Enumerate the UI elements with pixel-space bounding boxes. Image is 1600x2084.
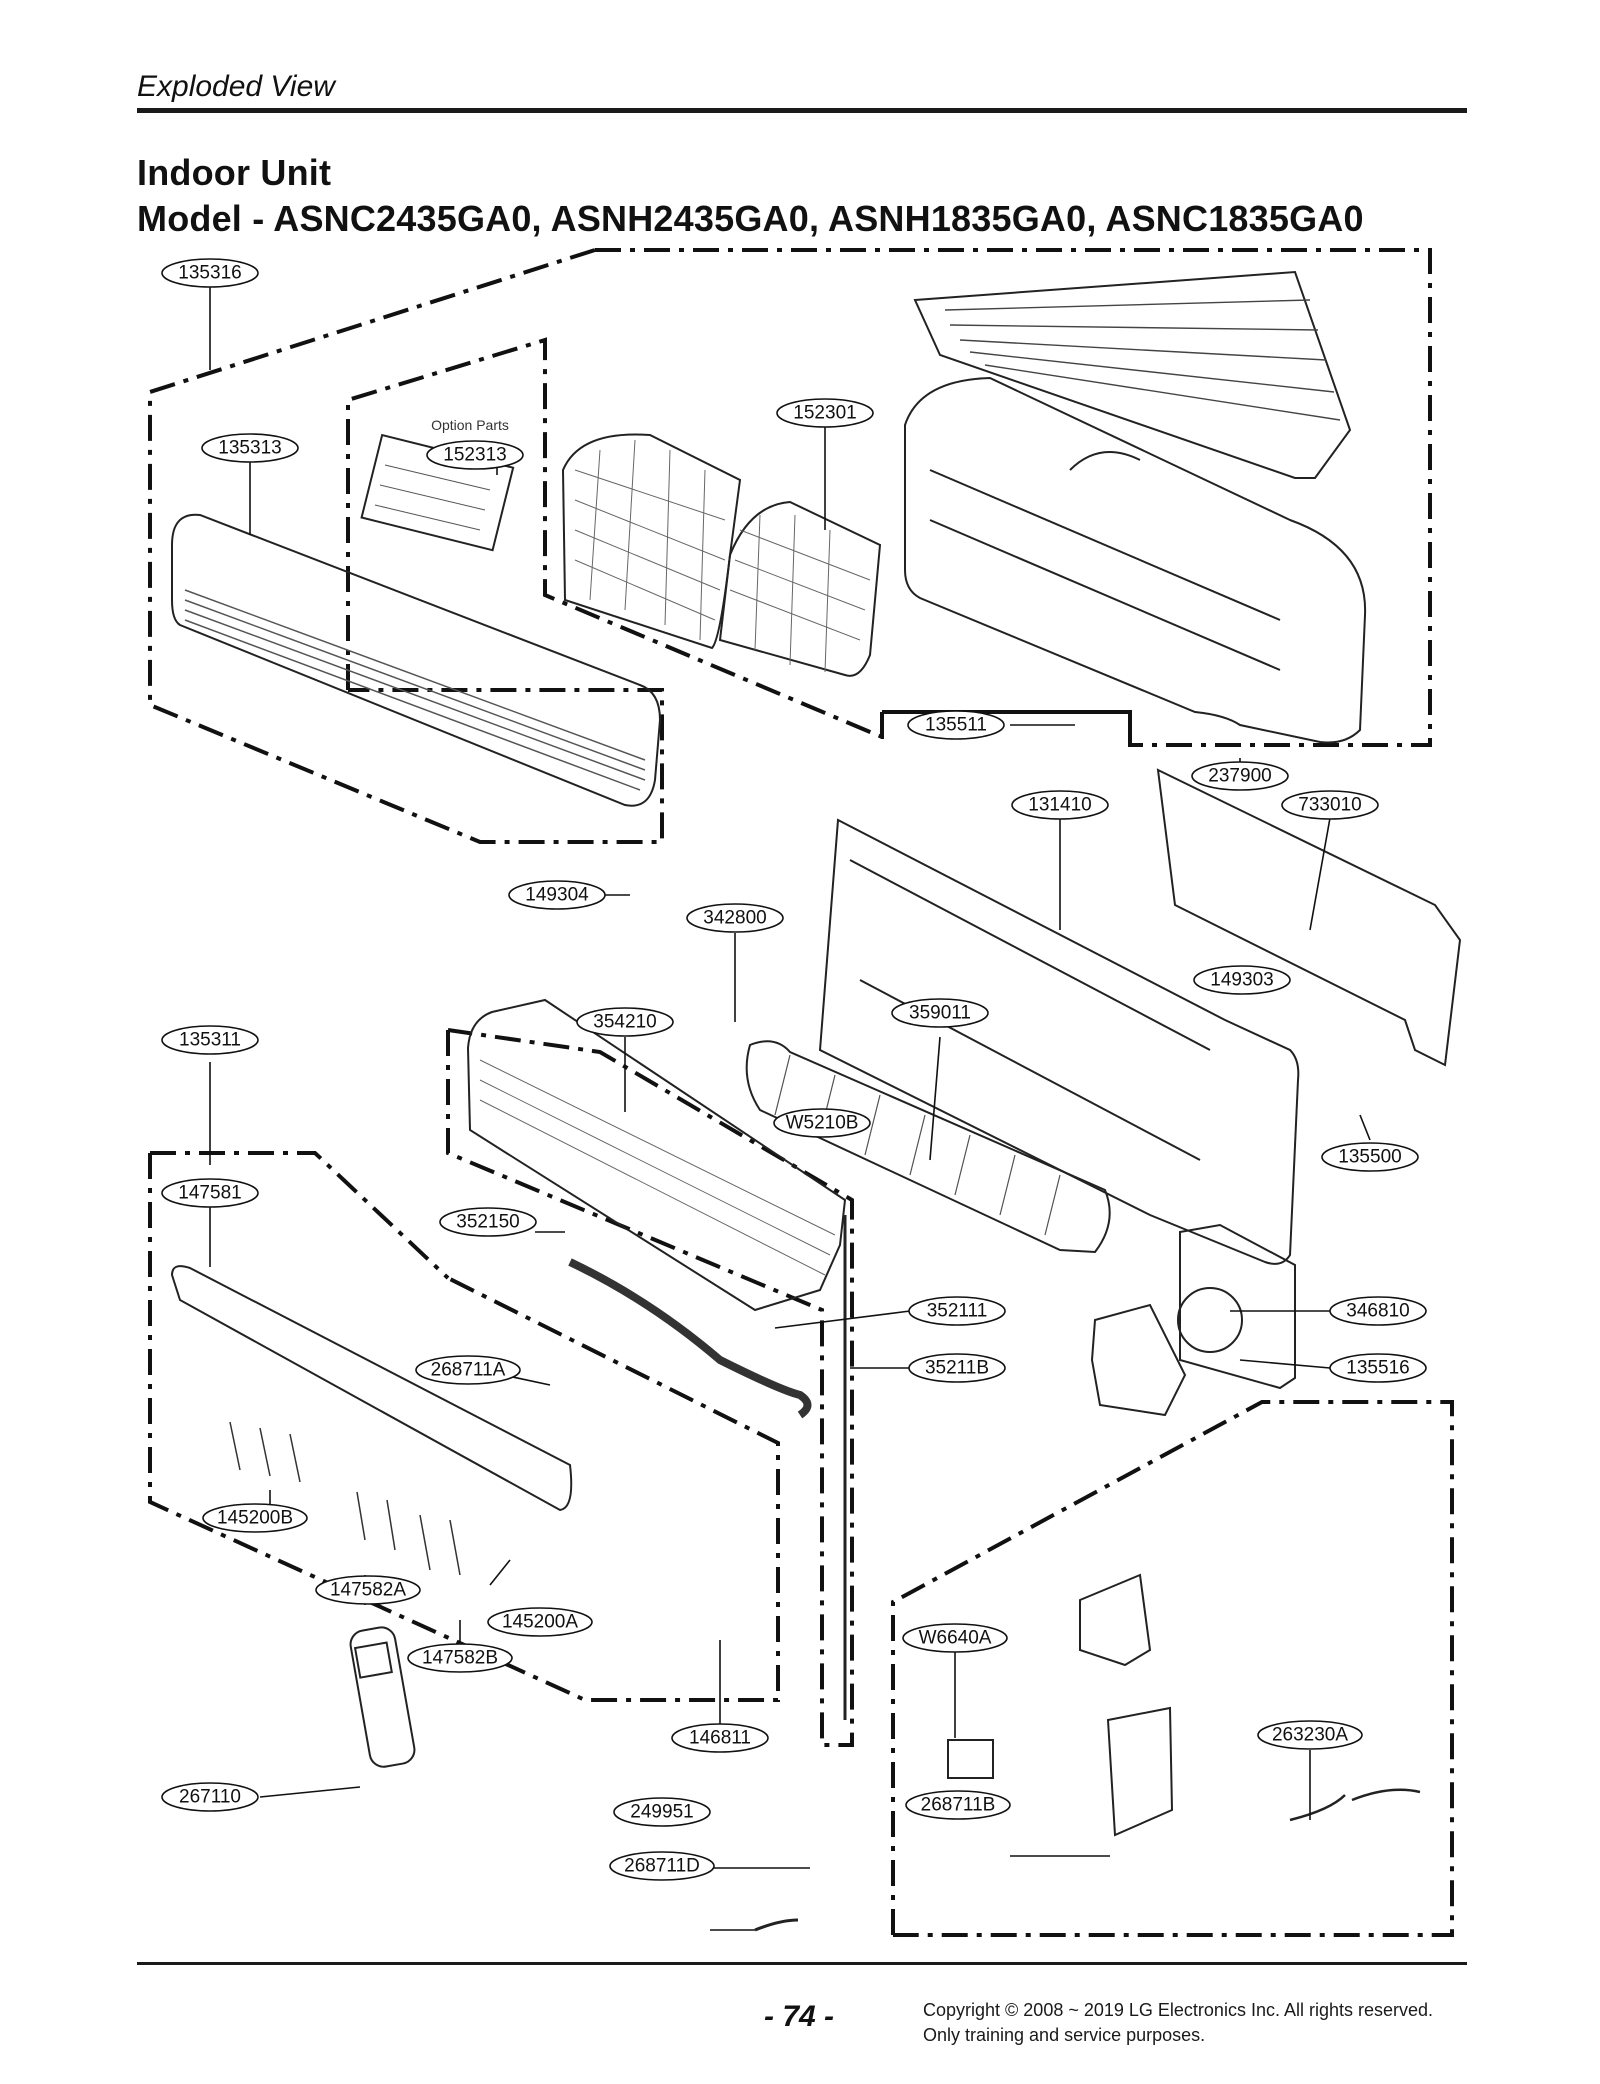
part-label: 131410 [1028,795,1091,816]
front-case [904,376,1367,744]
group-boundaries [148,248,1454,1937]
part-label: 346810 [1346,1301,1409,1322]
sensor-wire [1289,1788,1421,1822]
option-parts-note: Option Parts [431,417,509,433]
part-label: 342800 [703,908,766,929]
part-label: 263230A [1272,1725,1348,1746]
terminal-block [947,1739,994,1779]
part-label: 145200B [217,1508,293,1529]
part-label: 147582B [422,1648,498,1669]
header-rule [137,108,1467,113]
part-label: W6640A [919,1628,992,1649]
part-label: 152301 [793,403,856,424]
part-label: 35211B [925,1358,989,1379]
part-label: 268711B [921,1795,996,1816]
part-label: 733010 [1298,795,1361,816]
label-texts: Option Parts 135316 135313 152313 152301… [178,263,1409,1877]
motor-holder [1090,1303,1187,1417]
control-box [1079,1573,1152,1667]
part-label: 149303 [1210,970,1273,991]
top-grille [913,270,1352,479]
evaporator [466,998,847,1312]
part-label: 249951 [630,1802,693,1823]
part-label: 268711D [624,1856,700,1877]
part-label: 354210 [593,1012,656,1033]
part-label: 135311 [179,1030,241,1051]
control-box-cover [1179,1223,1296,1390]
page-title: Indoor Unit [137,152,332,193]
air-filter-left [561,433,742,650]
remote-controller [349,1626,416,1768]
part-label: 135316 [178,263,241,284]
air-filter-right [718,500,882,677]
drain-hose [568,1258,812,1419]
horizontal-louver [170,1265,573,1512]
footer-rule [137,1962,1467,1965]
usage-notice: Only training and service purposes. [923,2025,1206,2045]
section-title: Exploded View [137,70,335,103]
part-label: 147582A [330,1580,406,1601]
part-label: 268711A [431,1360,506,1381]
part-label: 359011 [909,1003,971,1024]
control-pcb [1106,1706,1174,1837]
front-panel [171,513,662,807]
label-ovals [161,258,1427,1881]
part-label: 152313 [443,445,506,466]
part-label: 352111 [927,1301,988,1322]
part-label: 135516 [1346,1358,1409,1379]
page-number: - 74 - [764,2000,835,2033]
part-label: 149304 [525,885,589,906]
part-label: W5210B [786,1113,859,1134]
installation-plate [1156,768,1462,1067]
part-label: 237900 [1208,766,1271,787]
part-label: 145200A [502,1612,578,1633]
part-label: 147581 [178,1183,241,1204]
leader-lines [209,287,1371,1931]
part-label: 135313 [218,438,281,459]
crossflow-fan [745,1040,1111,1254]
part-label: 135511 [925,715,987,736]
component-outlines [170,270,1462,1932]
part-label: 135500 [1338,1147,1401,1168]
part-label: 267110 [179,1787,241,1808]
model-title: Model - ASNC2435GA0, ASNH2435GA0, ASNH18… [137,198,1364,239]
fan-motor [1177,1287,1243,1353]
copyright-text: Copyright © 2008 ~ 2019 LG Electronics I… [923,2000,1434,2020]
chassis [818,818,1300,1265]
part-label: 352150 [456,1212,519,1233]
vertical-louvers [229,1421,461,1576]
part-label: 146811 [689,1728,751,1749]
